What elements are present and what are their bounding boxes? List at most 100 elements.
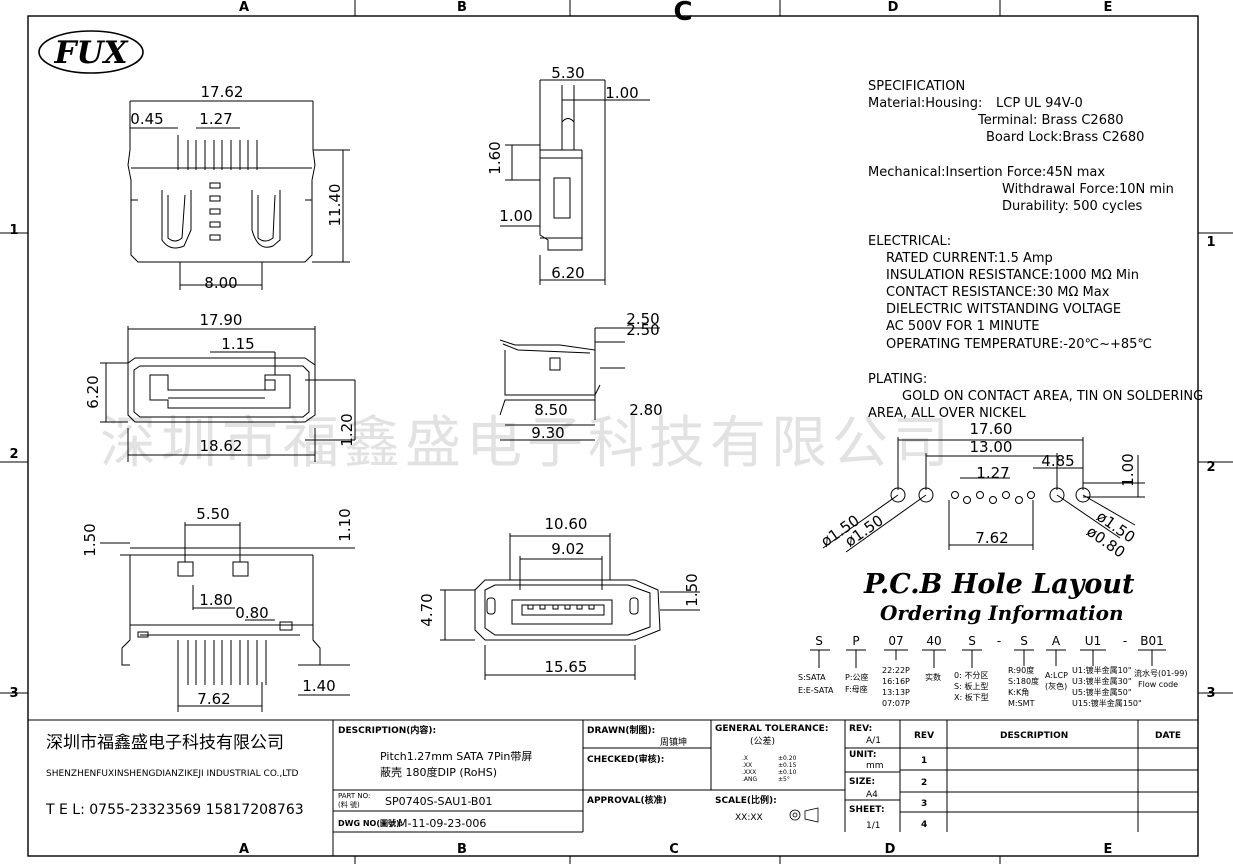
tol-val-1: ±0.20 [778,755,797,762]
legend-s180: S:180度 [1008,676,1039,686]
rev-row-2: 2 [921,778,927,788]
dim-side-h1: 1.60 [486,141,504,174]
part-label-1: PART NO: [338,792,370,800]
dim-pcb-offset: 4.85 [1041,452,1074,470]
dim-face-outer: 10.60 [545,515,588,533]
logo-text: FUX [53,35,129,71]
col-label-bottom-d: D [885,842,896,857]
tol-val-2: ±0.15 [778,762,797,769]
desc-line-2: 蔽壳 180度DIP (RoHS) [380,765,497,779]
legend-r90: R:90度 [1008,665,1034,675]
company-cn: 深圳市福鑫盛电子科技有限公司 [46,733,284,753]
legend-p: P:公座 [845,672,869,682]
sheet-label: SHEET: [849,805,885,815]
legend-13p: 13:13P [882,688,910,697]
spec-rated-current: RATED CURRENT:1.5 Amp [886,251,1053,266]
scale-label: SCALE(比例): [715,794,777,806]
pcb-title: P.C.B Hole Layout [863,569,1135,600]
code-material: A [1052,634,1061,648]
dim-top-width: 17.62 [201,83,244,101]
approval-label: APPROVAL(核准) [587,794,667,806]
dim-bottom-leg: 1.40 [302,677,335,695]
row-label-left-1: 1 [9,223,18,238]
rev-row-1: 1 [921,756,927,766]
legend-lcp: A:LCP [1045,671,1068,680]
ordering-legend: S:SATA E:E-SATA P:公座 F:母座 22:22P 16:16P … [798,665,1188,708]
code-dash-1: - [997,634,1001,648]
legend-u3: U3:镀半金属30" [1072,676,1132,686]
spec-dielectric: DIELECTRIC WITSTANDING VOLTAGE [886,302,1121,317]
legend-u15: U15:镀半金属150" [1072,698,1142,708]
rev-value: A/1 [866,736,881,746]
dim-front-height: 6.20 [84,375,102,408]
dim-side-base: 6.20 [551,264,584,282]
tol-key-2: .XX [742,762,752,769]
tolerance-sub: (公差) [750,735,775,747]
spec-temperature: OPERATING TEMPERATURE:-20℃~+85℃ [886,337,1152,352]
dim-pcb-total: 17.60 [970,420,1013,438]
drawn-label: DRAWN(制图): [587,724,655,736]
dim-top-height: 11.40 [326,184,344,227]
legend-07p: 07:07P [882,699,910,708]
spec-durability: Durability: 500 cycles [1002,199,1143,214]
ordering-codes: S P 07 40 S - S A U1 - B01 [815,634,1164,648]
face-view [440,533,700,680]
unit-label: UNIT: [849,750,876,760]
legend-u5: U5:镀半金属50" [1072,687,1132,697]
dim-front-total: 18.62 [200,437,243,455]
row-label-left-2: 2 [9,447,18,462]
pcb-hole-layout [822,437,1145,553]
dim-right-b: 2.50 [626,321,659,339]
legend-count: 实数 [925,672,941,682]
top-view [127,100,350,290]
tol-val-4: ±5° [778,776,790,783]
desc-line-1: Pitch1.27mm SATA 7Pin带屏 [380,750,532,763]
side-view [500,79,650,285]
legend-zero: 0: 不分区 [954,671,988,680]
legend-22p: 22:22P [882,666,910,675]
spec-plating-title: PLATING: [868,372,927,387]
bottom-view [100,522,355,712]
dim-bottom-pin: 0.80 [235,604,268,622]
spec-material-label: Material:Housing: [868,96,982,111]
size-value: A4 [866,790,878,800]
dim-face-height: 4.70 [418,593,436,626]
code-gender: P [852,634,859,648]
code-plating: U1 [1085,634,1101,648]
ordering-title: Ordering Information [880,601,1124,625]
fux-logo: FUX [38,30,144,74]
spec-ac: AC 500V FOR 1 MINUTE [886,319,1039,334]
col-label-top-d: D [888,0,899,15]
code-angle: S [1020,634,1028,648]
code-series: S [815,634,823,648]
dim-pcb-center: 13.00 [970,438,1013,456]
legend-sata: S:SATA [798,673,826,682]
spec-withdrawal: Withdrawal Force:10N min [1002,182,1174,197]
description-column-head: DESCRIPTION [1000,731,1068,741]
code-pins: 07 [888,634,903,648]
company-en: SHENZHENFUXINSHENGDIANZIKEJI INDUSTRIAL … [46,769,299,779]
legend-smt: M:SMT [1008,699,1035,708]
legend-esata: E:E-SATA [798,686,834,695]
title-block-grid [28,719,1198,856]
spec-insertion: Mechanical:Insertion Force:45N max [868,165,1105,180]
scale-value: XX:XX [735,813,763,823]
dim-bottom-gap: 1.80 [199,591,232,609]
spec-plating-2: AREA, ALL OVER NICKEL [868,406,1026,421]
specification-block: SPECIFICATION Material:Housing: LCP UL 9… [868,79,1203,421]
right-view [499,327,660,441]
code-flow: B01 [1140,634,1164,648]
code-count: 40 [926,634,941,648]
spec-board-lock: Board Lock:Brass C2680 [986,130,1144,145]
legend-16p: 16:16P [882,677,910,686]
spec-title: SPECIFICATION [868,79,965,94]
spec-contact: CONTACT RESISTANCE:30 MΩ Max [886,285,1110,300]
dim-top-bottom: 8.00 [204,274,237,292]
dim-front-inner: 1.15 [221,335,254,353]
spec-electrical-title: ELECTRICAL: [868,234,951,249]
part-label-2: (料 號) [338,800,360,809]
dim-right-c: 8.50 [534,401,567,419]
rev-label: REV: [849,724,872,734]
dim-front-h2: 1.20 [338,413,356,446]
